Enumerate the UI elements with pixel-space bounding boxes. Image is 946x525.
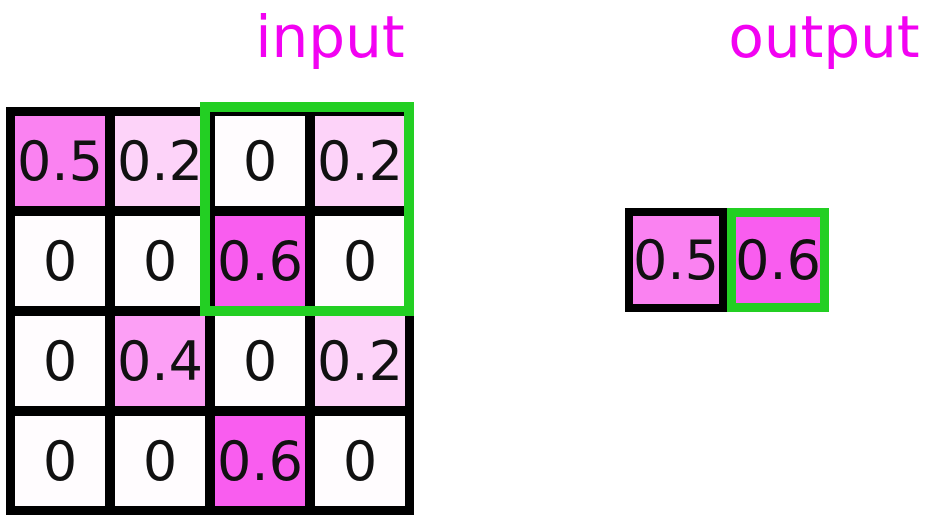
output-title: output xyxy=(728,3,920,71)
input-cell-r0c1: 0.2 xyxy=(110,111,210,211)
input-cell-r3c1: 0 xyxy=(110,411,210,511)
input-cell-r2c1: 0.4 xyxy=(110,311,210,411)
input-cell-r2c0: 0 xyxy=(10,311,110,411)
input-cell-r1c2: 0.6 xyxy=(210,211,310,311)
input-cell-r1c1: 0 xyxy=(110,211,210,311)
input-cell-r0c3: 0.2 xyxy=(310,111,410,211)
output-cell-1: 0.6 xyxy=(727,208,829,312)
input-cell-r2c2: 0 xyxy=(210,311,310,411)
input-cell-r3c2: 0.6 xyxy=(210,411,310,511)
input-cell-r0c2: 0 xyxy=(210,111,310,211)
input-title: input xyxy=(255,3,405,71)
input-cell-r0c0: 0.5 xyxy=(10,111,110,211)
output-cell-0: 0.5 xyxy=(625,208,727,312)
input-cell-r1c0: 0 xyxy=(10,211,110,311)
input-cell-r3c3: 0 xyxy=(310,411,410,511)
input-cell-r2c3: 0.2 xyxy=(310,311,410,411)
input-cell-r1c3: 0 xyxy=(310,211,410,311)
input-cell-r3c0: 0 xyxy=(10,411,110,511)
